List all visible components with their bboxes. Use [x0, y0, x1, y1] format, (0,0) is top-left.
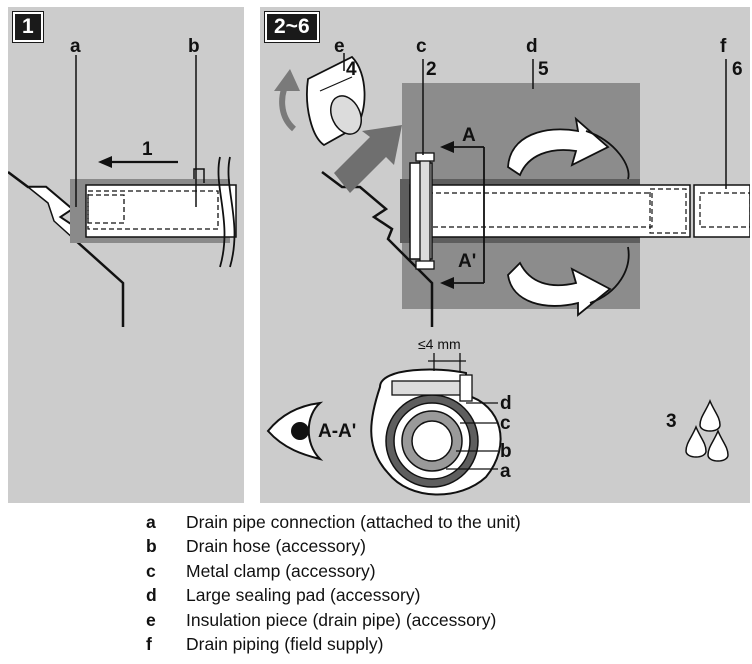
- wrap-curve-bottom: [589, 246, 630, 304]
- section-label-b: b: [500, 441, 512, 462]
- step-number-4: 4: [346, 59, 357, 80]
- section-pipe-bore: [411, 420, 453, 462]
- step-number-6: 6: [732, 59, 743, 80]
- label-d: d: [526, 36, 538, 57]
- legend-text: Large sealing pad (accessory): [186, 585, 421, 606]
- step-number-1: 1: [142, 139, 153, 160]
- legend-item: a Drain pipe connection (attached to the…: [146, 510, 746, 535]
- section-label-a: a: [500, 461, 511, 482]
- section-label-c: c: [500, 413, 511, 434]
- gap-dimension-label: ≤4 mm: [418, 336, 461, 352]
- section-view-label: A-A': [318, 421, 356, 442]
- label-f: f: [720, 36, 727, 57]
- label-e: e: [334, 36, 345, 57]
- drain-piping-inner: [699, 192, 750, 228]
- insulation-slit: [319, 76, 353, 92]
- clamp-nut: [415, 260, 435, 270]
- step-1-illustration: a b 1: [8, 36, 237, 327]
- legend-key: e: [146, 609, 156, 630]
- section-arrowhead-bottom: [440, 277, 454, 289]
- section-clamp-screw: [391, 380, 463, 396]
- step-badge-2-6: 2~6: [265, 12, 319, 42]
- label-c: c: [416, 36, 427, 57]
- pipe-body: [409, 184, 691, 238]
- section-arrowhead-top: [440, 141, 454, 153]
- legend-item: f Drain piping (field supply): [146, 633, 746, 658]
- legend-text: Metal clamp (accessory): [186, 560, 376, 581]
- legend-key: f: [146, 634, 152, 655]
- install-arrow: [334, 125, 402, 193]
- legend-item: c Metal clamp (accessory): [146, 559, 746, 584]
- section-label-a-prime: A': [458, 251, 476, 272]
- step-number-3: 3: [666, 411, 677, 432]
- view-eye-pupil: [291, 422, 309, 440]
- legend-item: b Drain hose (accessory): [146, 535, 746, 560]
- break-line: [227, 156, 236, 268]
- legend-text: Drain piping (field supply): [186, 634, 384, 655]
- legend-item: e Insulation piece (drain pipe) (accesso…: [146, 608, 746, 633]
- legend-key: a: [146, 511, 156, 532]
- legend-text: Insulation piece (drain pipe) (accessory…: [186, 609, 497, 630]
- drain-piping-field: [693, 184, 750, 238]
- legend-key: b: [146, 536, 157, 557]
- insulation-piece-opening: [330, 95, 362, 135]
- wrap-curve-top: [585, 130, 630, 180]
- water-drop-icon: [707, 428, 729, 462]
- rotate-arrowhead: [274, 69, 300, 91]
- step-1-panel: a b 1 1: [8, 7, 244, 503]
- clamp-screw: [419, 156, 431, 268]
- clamp-screw-head: [415, 152, 435, 162]
- section-clamp-head: [459, 374, 473, 402]
- legend-key: d: [146, 585, 157, 606]
- step-number-5: 5: [538, 59, 549, 80]
- pipe-socket: [649, 188, 687, 234]
- step-badge-1: 1: [13, 12, 43, 42]
- break-line: [217, 156, 226, 268]
- legend-text: Drain hose (accessory): [186, 536, 366, 557]
- label-b: b: [188, 36, 200, 57]
- label-a: a: [70, 36, 81, 57]
- step-2-6-illustration: e 4 c 2 d 5 f 6 A A' A-A' ≤4 mm d c b a …: [266, 36, 750, 496]
- wrap-arrow-bottom: [507, 261, 612, 317]
- legend-item: d Large sealing pad (accessory): [146, 584, 746, 609]
- legend-text: Drain pipe connection (attached to the u…: [186, 511, 521, 532]
- water-drop-icon: [699, 398, 721, 432]
- drain-pipe-socket: [87, 194, 125, 224]
- legend-key: c: [146, 560, 156, 581]
- section-label-a: A: [462, 125, 476, 146]
- hose-end-tab: [193, 168, 205, 183]
- section-label-d: d: [500, 393, 512, 414]
- step-number-2: 2: [426, 59, 437, 80]
- legend: a Drain pipe connection (attached to the…: [146, 510, 746, 657]
- push-arrow-head: [98, 156, 112, 168]
- step-2-6-panel: e 4 c 2 d 5 f 6 A A' A-A' ≤4 mm d c b a …: [260, 7, 750, 503]
- water-drop-icon: [685, 424, 707, 458]
